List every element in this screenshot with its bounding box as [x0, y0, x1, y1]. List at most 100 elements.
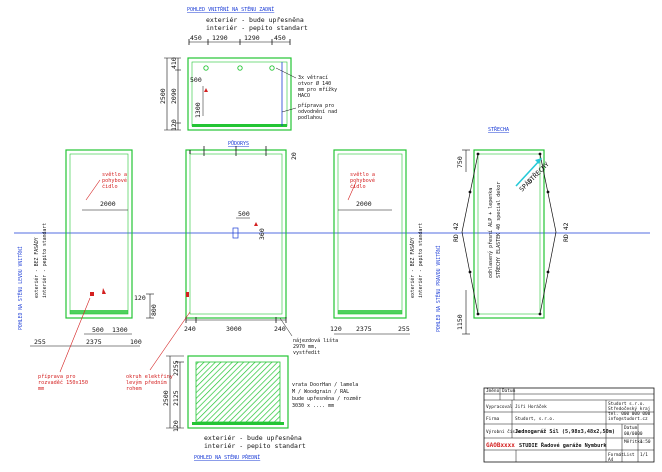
back-dim-1290a: 1290 [212, 34, 228, 42]
note-drain-2: odvodnění nad [298, 108, 337, 115]
header-left-wall: POHLED NA STĚNU LEVOU VNITŘNÍ [16, 246, 24, 330]
left-socket [90, 292, 94, 296]
tb-f3v: 1/1 [640, 452, 648, 458]
right-dim-255: 255 [398, 325, 410, 333]
floor-dim-240a: 240 [184, 325, 196, 333]
rail-note-2: 2970 mm, [293, 344, 317, 350]
floor-red-marker [254, 222, 258, 226]
front-finish-ext: exteriér - bude upřesněna [204, 434, 302, 442]
tb-f1v: 00/0000 [624, 431, 643, 437]
left-dim-255: 255 [34, 338, 46, 346]
tb-code: GAOBxxxx [486, 442, 515, 449]
left-socket-note-3: mm [38, 386, 44, 392]
tb-name: Jméno [486, 387, 500, 394]
note-vents-3: mm pro mřížky [298, 86, 337, 93]
tb-vyrobni-value: Jednogaráž Sil (5,98x3,48x2,50m) [515, 428, 615, 435]
left-dim-120: 120 [134, 294, 146, 302]
left-dim-500: 500 [92, 326, 104, 334]
left-red-note-1: světlo a [102, 171, 127, 178]
right-dim-2000: 2000 [356, 200, 372, 208]
roof-inner [477, 153, 541, 315]
back-dim-1300: 1300 [194, 102, 202, 118]
tb-contact-4: info@studort.cz [608, 416, 648, 422]
back-floor-strip [192, 124, 287, 127]
back-dim-450a: 450 [190, 34, 202, 42]
tb-vypracoval-label: Vypracoval [486, 404, 513, 410]
gate-note-2: M / Woodgrain / RAL [292, 389, 349, 395]
right-dim-120: 120 [330, 325, 342, 333]
tb-f3: List [624, 452, 635, 458]
left-dim-100: 100 [130, 338, 142, 346]
back-dim-2090: 2090 [170, 88, 178, 104]
right-red-note-1: světlo a [350, 171, 375, 178]
back-dim-410: 410 [170, 57, 178, 69]
note-drain-3: podlahou [298, 115, 322, 121]
back-finish-int: interiér - pepito standart [206, 24, 308, 32]
switch-note-3: rohem [126, 386, 142, 392]
tb-vypracoval-value: Jiří Horáček [515, 403, 547, 410]
tb-firma-label: Firma [486, 416, 500, 422]
header-ceiling: STŘECHA [488, 125, 509, 133]
slope-arrow-head [535, 158, 542, 164]
rail-leader [279, 317, 293, 337]
left-dim-800: 800 [150, 304, 158, 316]
switch-note-1: okruh elektřiny [126, 373, 173, 380]
note-vents-4: HACO [298, 93, 310, 99]
gate-note-4: 3030 x .... mm [292, 403, 334, 409]
roof-points [468, 152, 550, 316]
tb-f2v: 1:50 [640, 439, 651, 445]
header-floor-plan: PŮDORYS [228, 140, 249, 147]
front-dim-2500: 2500 [162, 390, 170, 406]
gate-note-1: vrata DoorHan / lamela [292, 382, 358, 388]
right-note-2: interiér - pepito standart [417, 223, 424, 298]
tb-contact-3: tel. 000 000 000 [608, 411, 651, 417]
gate-note-3: bude upřesněna / rozměr [292, 395, 361, 402]
back-finish-ext: exteriér - bude upřesněna [206, 16, 304, 24]
header-back-wall: POHLED VNITŘNÍ NA STĚNU ZADNÍ [187, 5, 274, 13]
front-dim-left [166, 355, 184, 429]
left-dim-2000: 2000 [100, 200, 116, 208]
tb-f1: Datum [624, 425, 638, 431]
switch-note-2: levým předním [126, 379, 167, 386]
left-red-note-3: čidlo [102, 183, 118, 190]
front-finish-int: interiér - pepito standart [204, 442, 306, 450]
right-light-leader [347, 181, 357, 201]
back-dim-500: 500 [190, 76, 202, 84]
tb-study: STUDIE Řadové garáže Nymburk [519, 442, 607, 449]
roof-outline [461, 153, 557, 315]
left-light-leader [85, 179, 101, 201]
right-note-1: exteriér - BEZ FASÁDY [409, 237, 416, 298]
roof-note-1: odhlasеný přesní ALP + lepenka [487, 188, 494, 278]
tb-date: Datum [502, 388, 516, 394]
floor-dim-240b: 240 [274, 325, 286, 333]
title-block [483, 387, 655, 463]
right-dim-2375: 2375 [356, 325, 372, 333]
roof-dim-1150: 1150 [456, 314, 464, 330]
right-wall-outer [333, 149, 407, 319]
floor-dim-20: 20 [290, 152, 298, 160]
left-dim-2375: 2375 [86, 338, 102, 346]
back-dim-ticks-top [188, 39, 291, 45]
roof-note-2: STŘECHY ELASTEK 40 special dekor [494, 182, 502, 278]
back-red-marker [204, 88, 208, 92]
left-socket-leader [59, 297, 91, 373]
back-wall-inner [191, 61, 288, 127]
right-red-note-3: čidlo [350, 183, 366, 190]
tb-contact-1: Studort s.r.o. [608, 401, 645, 407]
left-floor-strip [70, 310, 128, 314]
switch-leader [149, 311, 191, 371]
tb-firma-value: Studort, s.r.o. [515, 416, 555, 422]
left-dim-vertical [146, 293, 154, 319]
right-red-note-2: pohybové [350, 177, 375, 184]
header-right-wall: POHLED NA STĚNU PRAVOU VNITŘNÍ [434, 245, 442, 332]
roof-outer [473, 149, 545, 319]
floor-dim-360: 360 [258, 228, 266, 240]
tb-f4: Formát [608, 451, 624, 458]
garage-door [195, 361, 281, 423]
tb-f2: Měřítko [624, 438, 643, 445]
roof-dims [462, 149, 470, 335]
left-wall-outer [65, 149, 133, 319]
floor-inner [189, 153, 283, 315]
note-vents-1: 3x větrací [298, 74, 328, 81]
